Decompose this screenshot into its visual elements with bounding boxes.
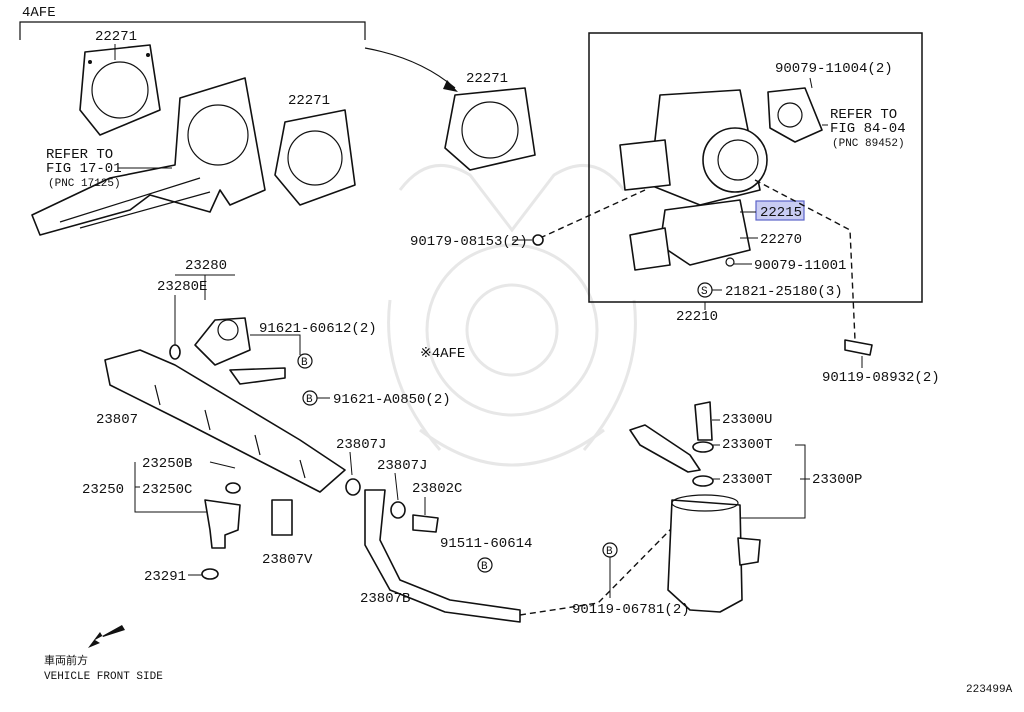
marker-b-label-3: B	[481, 561, 488, 573]
label-23807: 23807	[96, 412, 138, 428]
figure-id: 223499A	[966, 684, 1013, 696]
marker-b-label-2: B	[306, 394, 313, 406]
label-90079-mid: 90079-11001	[754, 258, 846, 274]
gasket-22271-a[interactable]	[79, 44, 161, 136]
label-23291: 23291	[144, 569, 186, 585]
front-label-jp: 車両前方	[44, 653, 88, 668]
label-90119-b: 90119-06781(2)	[572, 602, 690, 618]
gasket-23300t-b[interactable]	[692, 475, 714, 487]
fuel-injector[interactable]	[204, 499, 241, 549]
refer-pnc-1: (PNC 17125)	[48, 178, 121, 190]
label-91621-a: 91621-60612(2)	[259, 321, 377, 337]
refer-fig-1: FIG 17-01	[46, 161, 122, 177]
marker-s-label: S	[701, 286, 708, 298]
watermark-emblem	[387, 163, 637, 467]
transfer-arrow	[364, 47, 456, 89]
throttle-body-assembly[interactable]	[619, 89, 768, 271]
leader	[250, 334, 301, 355]
label-23807v: 23807V	[262, 552, 313, 568]
arrow-head	[443, 80, 458, 92]
fuel-rail-23807[interactable]	[104, 349, 346, 493]
nut-icon	[532, 234, 544, 246]
dashed-link	[754, 179, 856, 341]
o-ring-23250c[interactable]	[225, 482, 241, 494]
bolt-23300u[interactable]	[694, 401, 713, 441]
gasket-23807j-a[interactable]	[345, 478, 361, 496]
label-23300t-b: 23300T	[722, 472, 772, 488]
label-22215[interactable]: 22215	[760, 205, 802, 221]
refer-fig-2: FIG 84-04	[830, 121, 906, 137]
marker-b	[477, 557, 493, 573]
label-22271-c: 22271	[466, 71, 508, 87]
label-21821: 21821-25180(3)	[725, 284, 843, 300]
label-90179: 90179-08153(2)	[410, 234, 528, 250]
bracket-23250	[134, 462, 230, 513]
label-22210: 22210	[676, 309, 718, 325]
front-arrow-icon	[88, 625, 125, 648]
label-23250c: 23250C	[142, 482, 192, 498]
label-22271-b: 22271	[288, 93, 330, 109]
label-23280e: 23280E	[157, 279, 207, 295]
variant-label: 4AFE	[22, 5, 56, 21]
marker-b-label-4: B	[606, 546, 613, 558]
refer-pnc-2: (PNC 89452)	[832, 138, 905, 150]
label-23300p: 23300P	[812, 472, 862, 488]
label-90119-a: 90119-08932(2)	[822, 370, 940, 386]
throttle-body-box	[588, 32, 923, 303]
gasket-22271-b[interactable]	[274, 109, 356, 206]
union-bolt-23802c[interactable]	[412, 514, 439, 533]
leader	[394, 472, 399, 501]
throttle-sensor[interactable]	[767, 87, 823, 143]
leader	[349, 451, 353, 476]
gasket-23807j-b[interactable]	[390, 501, 406, 519]
dashed-link	[539, 189, 646, 239]
marker-b-label: B	[301, 357, 308, 369]
marker-b	[297, 353, 313, 369]
label-91511: 91511-60614	[440, 536, 532, 552]
label-23300t-a: 23300T	[722, 437, 772, 453]
variant-bracket	[19, 21, 366, 40]
label-90079-top: 90079-11004(2)	[775, 61, 893, 77]
leader	[175, 274, 235, 300]
seal-23291[interactable]	[201, 568, 219, 580]
o-ring-23280e[interactable]	[169, 344, 181, 360]
front-label-en: VEHICLE FRONT SIDE	[44, 671, 163, 683]
hose-upper[interactable]	[629, 424, 701, 473]
label-23807j-a: 23807J	[336, 437, 386, 453]
highlight-box	[755, 200, 805, 221]
bolt-90119-a[interactable]	[844, 339, 873, 356]
label-23300u: 23300U	[722, 412, 772, 428]
refer-label-2: REFER TO	[830, 107, 897, 123]
label-23280: 23280	[185, 258, 227, 274]
label-22271-a: 22271	[95, 29, 137, 45]
insulator-23807v[interactable]	[271, 499, 293, 536]
label-23802c: 23802C	[412, 481, 462, 497]
label-23250b: 23250B	[142, 456, 192, 472]
label-22270: 22270	[760, 232, 802, 248]
label-23807j-b: 23807J	[377, 458, 427, 474]
bracket-23300p	[715, 444, 810, 519]
leader	[209, 461, 236, 469]
label-star-4afe: ※4AFE	[420, 346, 465, 362]
fuel-filter-23300p[interactable]	[667, 494, 761, 613]
gasket-22271-c[interactable]	[444, 87, 536, 171]
label-23250: 23250	[82, 482, 124, 498]
leader	[809, 77, 813, 89]
fuel-hose-23807b[interactable]	[364, 489, 521, 623]
refer-label-1: REFER TO	[46, 147, 113, 163]
screw-icon	[725, 257, 735, 267]
label-23807b: 23807B	[360, 591, 410, 607]
pressure-regulator[interactable]	[194, 317, 286, 385]
gasket-23300t-a[interactable]	[692, 441, 714, 453]
label-91621-b: 91621-A0850(2)	[333, 392, 451, 408]
manifold-bracket-plate[interactable]	[31, 77, 266, 236]
